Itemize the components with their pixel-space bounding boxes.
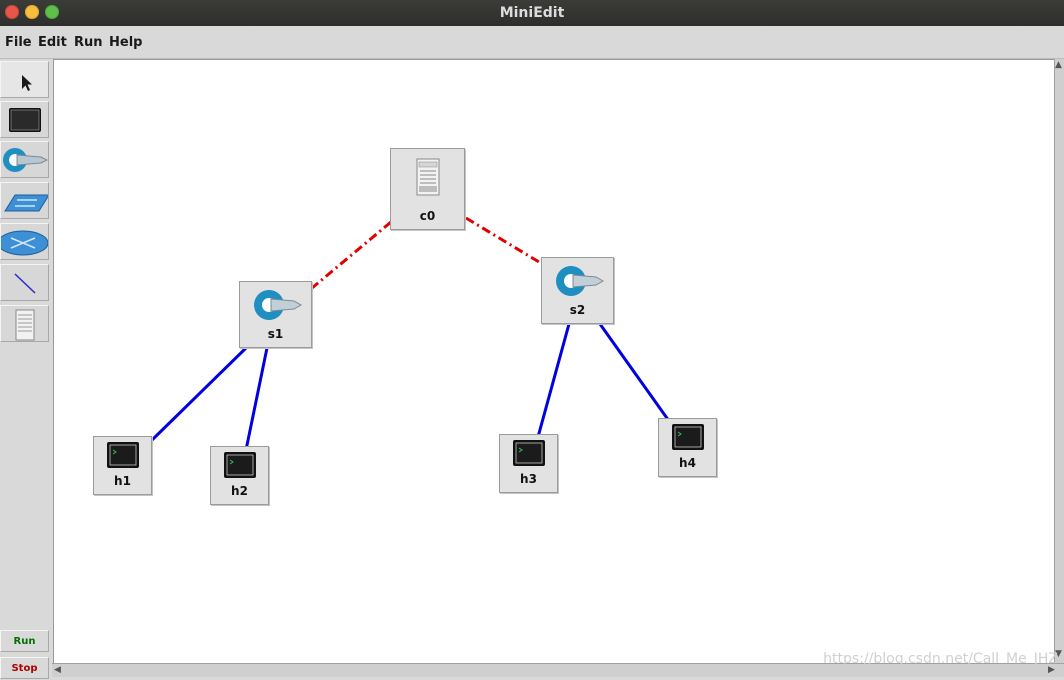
node-host-h2[interactable]: h2 (210, 446, 269, 505)
legacy-switch-icon (4, 194, 48, 212)
node-host-h1[interactable]: h1 (93, 436, 152, 495)
window-titlebar: MiniEdit (0, 0, 1064, 26)
node-controller-c0[interactable]: c0 (390, 148, 465, 230)
scroll-up-icon[interactable]: ▲ (1055, 60, 1062, 70)
menu-bar: File Edit Run Help (0, 26, 1064, 59)
openflow-switch-icon (3, 148, 48, 172)
node-label: s1 (267, 327, 284, 341)
node-label: h3 (520, 472, 537, 486)
links-layer (149, 216, 671, 451)
tool-select-button[interactable] (0, 61, 49, 98)
menu-help[interactable]: Help (109, 35, 143, 50)
controller-server-icon (15, 309, 35, 341)
menu-run[interactable]: Run (74, 35, 103, 50)
node-label: h4 (679, 456, 696, 470)
terminal-host-icon (107, 442, 139, 468)
run-button[interactable]: Run (0, 630, 49, 652)
openflow-switch-icon (556, 266, 604, 296)
window-title: MiniEdit (499, 5, 565, 21)
tool-link-button[interactable] (0, 264, 49, 301)
tool-legacy-switch-button[interactable] (0, 182, 49, 219)
node-host-h4[interactable]: h4 (658, 418, 717, 477)
vertical-scrollbar[interactable]: ▲ ▼ (1054, 59, 1064, 663)
legacy-router-icon (1, 230, 48, 256)
horizontal-scrollbar[interactable]: ◀ ▶ (52, 663, 1064, 677)
topology-canvas[interactable]: c0 s1 s2 h1 h2 (53, 59, 1055, 664)
watermark: https://blog.csdn.net/Call_Me_JHZ (823, 651, 1058, 667)
node-label: h2 (231, 484, 248, 498)
window-maximize-button[interactable] (45, 5, 59, 19)
openflow-switch-icon (254, 290, 302, 320)
tool-controller-button[interactable] (0, 305, 49, 342)
stop-button[interactable]: Stop (0, 657, 49, 679)
link-s2-h4 (598, 323, 671, 422)
window-close-button[interactable] (5, 5, 19, 19)
controller-server-icon (416, 158, 440, 196)
node-label: h1 (114, 474, 131, 488)
scroll-right-icon[interactable]: ▶ (1048, 665, 1055, 675)
tool-switch-button[interactable] (0, 141, 49, 178)
node-label: c0 (419, 209, 436, 223)
link-c0-s2 (465, 216, 545, 267)
terminal-host-icon (9, 108, 41, 132)
terminal-host-icon (672, 424, 704, 450)
link-line-icon (14, 273, 36, 294)
menu-edit[interactable]: Edit (38, 35, 67, 50)
node-label: s2 (569, 303, 586, 317)
cursor-arrow-icon (22, 75, 32, 91)
node-switch-s2[interactable]: s2 (541, 257, 614, 324)
terminal-host-icon (513, 440, 545, 466)
link-s1-h1 (149, 346, 248, 443)
node-host-h3[interactable]: h3 (499, 434, 558, 493)
tool-legacy-router-button[interactable] (0, 223, 49, 260)
terminal-host-icon (224, 452, 256, 478)
node-switch-s1[interactable]: s1 (239, 281, 312, 348)
link-c0-s1 (311, 220, 392, 290)
tool-palette: Run Stop (0, 59, 52, 679)
scroll-down-icon[interactable]: ▼ (1055, 649, 1062, 659)
scroll-left-icon[interactable]: ◀ (54, 665, 61, 675)
link-s2-h3 (536, 323, 571, 438)
window-minimize-button[interactable] (25, 5, 39, 19)
menu-file[interactable]: File (5, 35, 32, 50)
link-s1-h2 (244, 347, 269, 451)
tool-host-button[interactable] (0, 101, 49, 138)
